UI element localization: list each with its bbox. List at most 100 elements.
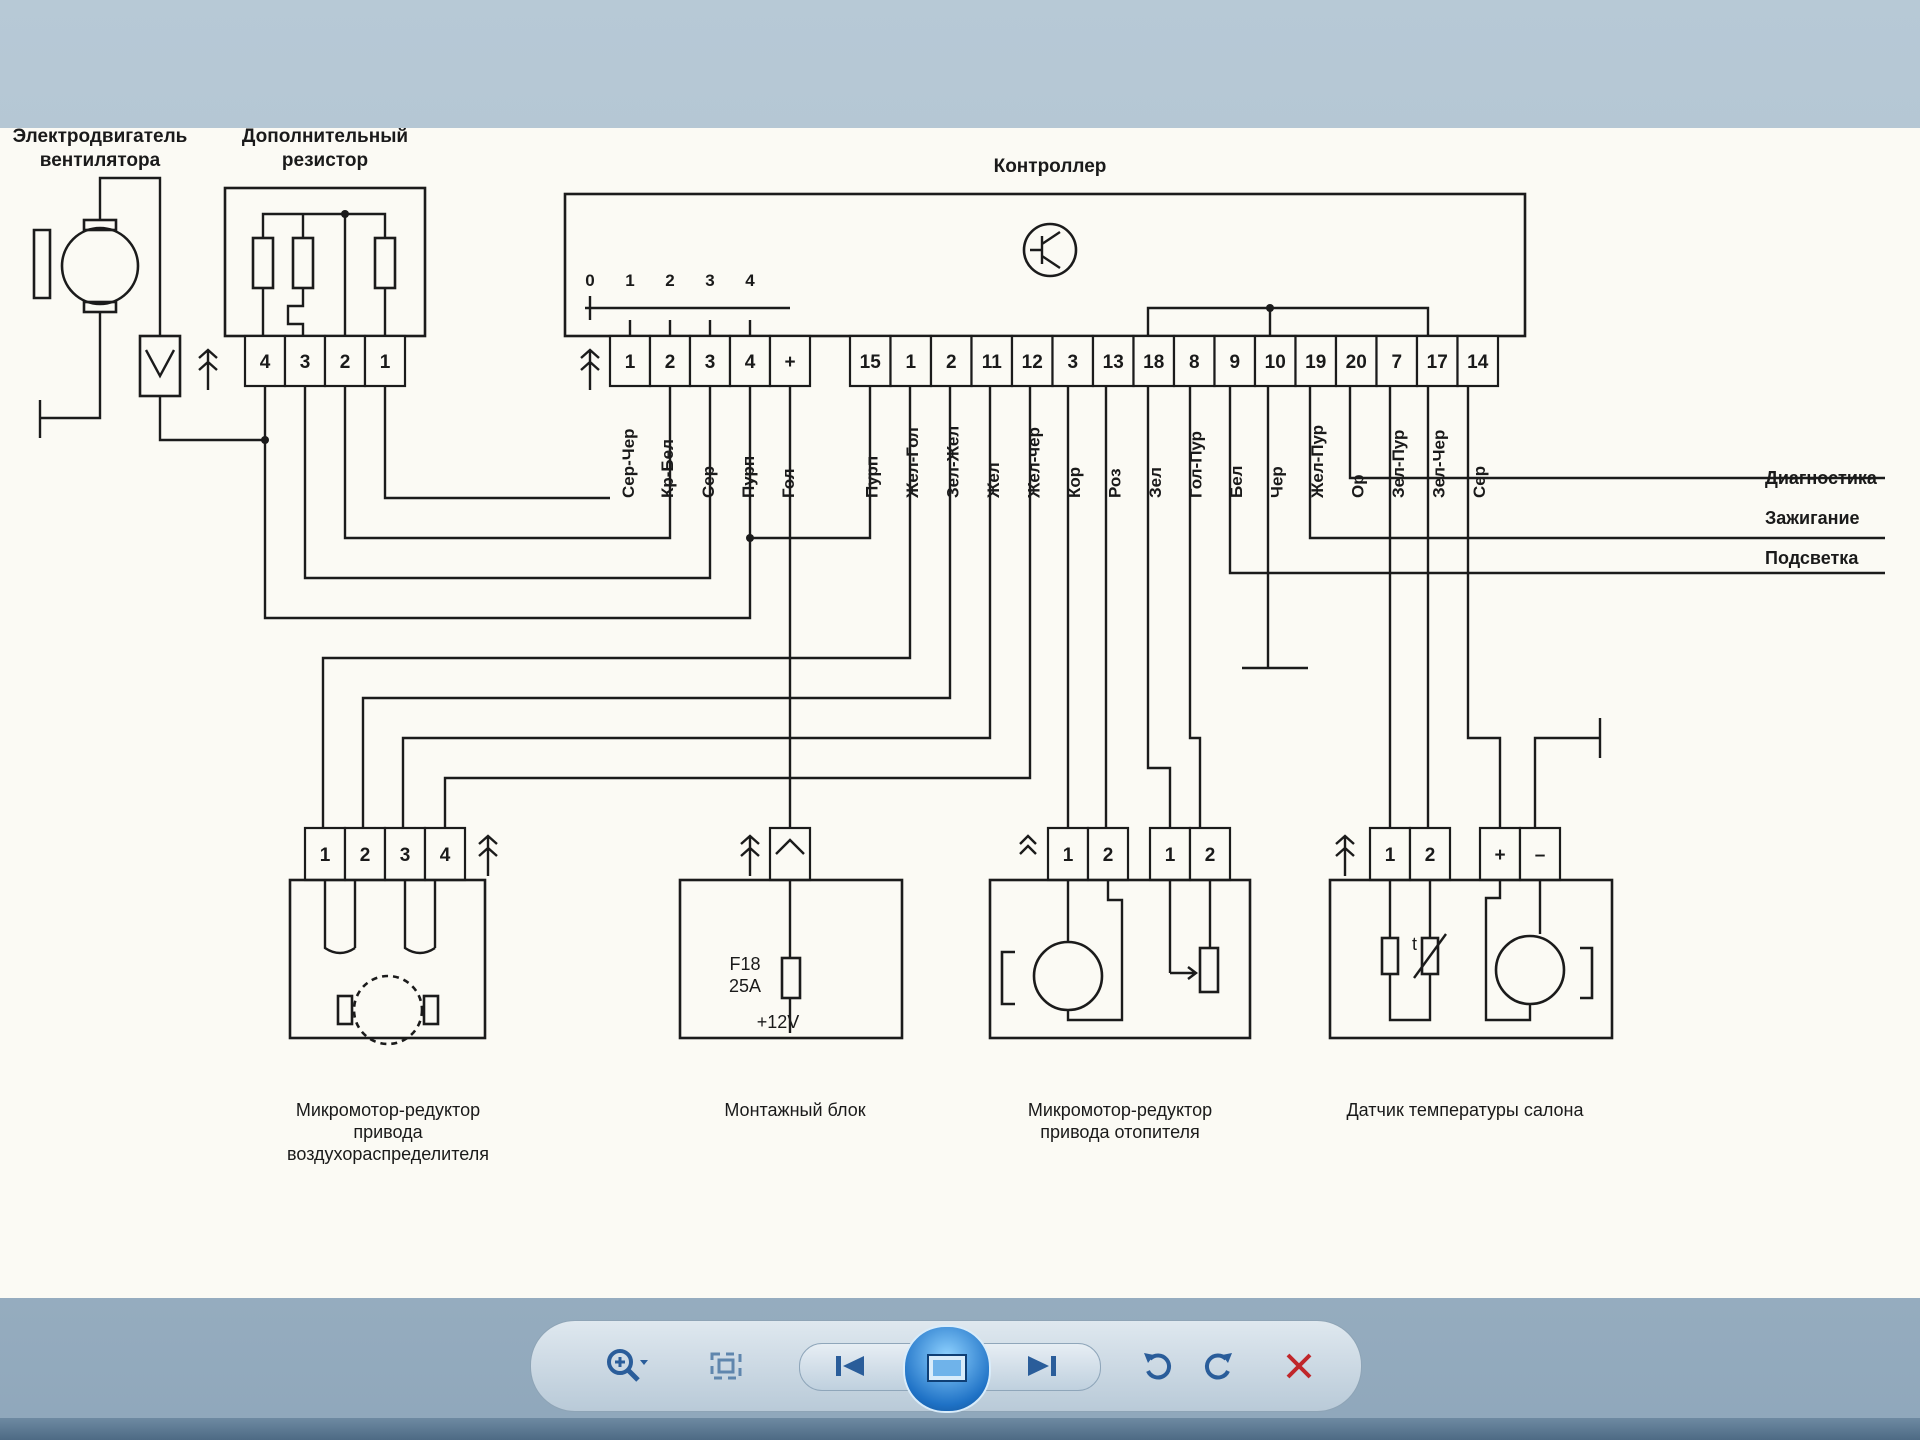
viewer-toolbar [530,1320,1362,1413]
fan-motor-title-line2: вентилятора [40,150,161,171]
controller-pin: 20 [1346,352,1367,373]
controller-pin-cell [1253,334,1297,388]
delete-x-icon[interactable] [1271,1343,1327,1389]
controller-pin: 13 [1103,352,1124,373]
wire-label: Пурп [862,456,881,498]
signal-backlight: Подсветка [1765,548,1859,568]
motor-icon [1032,940,1104,1012]
left-wiring [261,386,872,848]
controller-pin-cell [1091,334,1135,388]
thermistor-icon [1380,936,1400,976]
controller-pin: 2 [946,352,957,373]
wire-label: Жел [984,462,1003,499]
controller-pin-cell [1375,334,1419,388]
svg-text:3: 3 [705,271,714,290]
wire-label: Зел [1146,467,1165,498]
controller-pin: 1 [625,352,636,373]
controller-pin-cell [929,334,973,388]
svg-text:3: 3 [400,845,411,866]
fan-motor-title-line1: Электродвигатель [13,128,188,147]
svg-text:2: 2 [1103,845,1114,866]
mounting-block: F18 25А +12V Монтажный блок [678,826,904,1120]
wire-label: Жел-Гол [903,427,922,499]
fan-motor-icon [60,226,140,306]
controller-pin: 1 [905,352,916,373]
controller-pin: + [784,352,795,373]
controller-pin-cell [848,334,892,388]
controller-pin: 2 [665,352,676,373]
wire-label: Роз [1105,468,1124,498]
rotate-ccw-icon[interactable] [1129,1343,1185,1389]
svg-text:1: 1 [1165,845,1176,866]
svg-text:1: 1 [1385,845,1396,866]
svg-text:+: + [1494,845,1505,866]
signal-labels: Диагностика Зажигание Подсветка [1765,468,1878,568]
thermistor-mark: t [1412,934,1417,954]
ground-arrow-icon [198,348,218,390]
svg-text:2: 2 [1425,845,1436,866]
controller-pin-cell [1456,334,1500,388]
svg-text:4: 4 [440,845,451,866]
wire-label: Жел-чер [1024,427,1043,499]
next-icon[interactable] [1011,1343,1071,1389]
heater-motor-wiring [1066,386,1885,828]
temp-sensor-wiring [1388,386,1602,828]
controller-pin: 3 [1067,352,1078,373]
controller-pin: 14 [1467,352,1489,373]
controller-pin: 8 [1189,352,1200,373]
resistor-title-line2: резистор [282,150,368,171]
svg-text:–: – [1535,845,1546,866]
signal-ignition: Зажигание [1765,508,1860,528]
wiring-diagram: Электродвигатель вентилятора Дополнитель… [13,128,1885,1164]
wire-label: Кр-Бел [658,439,677,498]
mount-block-caption: Монтажный блок [724,1100,865,1120]
wire-label: Сер [1470,466,1489,498]
controller-pin: 17 [1427,352,1448,373]
resistor-title-line1: Дополнительный [242,128,408,147]
controller-pin: 19 [1305,352,1326,373]
controller-pin-cell [1172,334,1216,388]
left-wire-labels: Сер-Чер Кр-Бел Сер Пурп Гол [619,428,798,498]
svg-text:2: 2 [360,845,371,866]
wire-label: Бел [1227,466,1246,498]
controller-pin-cell [1415,334,1459,388]
resistor-pin: 2 [340,352,351,373]
svg-text:1: 1 [1063,845,1074,866]
fan-motor-fuse [138,334,182,398]
svg-text:1: 1 [320,845,331,866]
slideshow-icon[interactable] [903,1325,991,1413]
additional-resistor: Дополнительный резистор 4 3 2 1 [223,128,427,388]
svg-text:0: 0 [585,271,594,290]
resistor-pin: 4 [260,352,271,373]
rotate-cw-icon[interactable] [1191,1343,1247,1389]
zoom-magnifier-icon[interactable] [591,1343,661,1389]
fit-screen-icon[interactable] [696,1343,756,1389]
resistor-pin: 1 [380,352,391,373]
controller-switch-scale: 0 1 2 3 4 [585,271,790,336]
motor-icon [352,974,424,1046]
controller-pin-cell [970,334,1014,388]
controller-pin: 11 [982,352,1003,373]
wire-label: Ор [1348,474,1367,498]
air-motor-caption-line1: Микромотор-редуктор [296,1100,480,1120]
wire-label: Гол [779,468,798,498]
controller-pin: 18 [1143,352,1164,373]
signal-diagnostics: Диагностика [1765,468,1878,488]
svg-text:2: 2 [1205,845,1216,866]
previous-icon[interactable] [821,1343,881,1389]
resistor-connector: 4 3 2 1 [243,334,407,388]
wire-label: Чер [1267,466,1286,498]
svg-text:1: 1 [625,271,634,290]
wire-label: Кор [1065,467,1084,498]
heater-motor-caption-line1: Микромотор-редуктор [1028,1100,1212,1120]
controller-pin: 12 [1022,352,1043,373]
ground-arrow-icon [580,348,600,390]
fuse-icon [780,956,802,1000]
controller-pin-cell [1334,334,1378,388]
fan-motor-icon [1494,934,1566,1006]
fuse-rating: 25А [729,976,761,996]
svg-text:2: 2 [665,271,674,290]
wire-label: Сер-Чер [619,428,638,498]
